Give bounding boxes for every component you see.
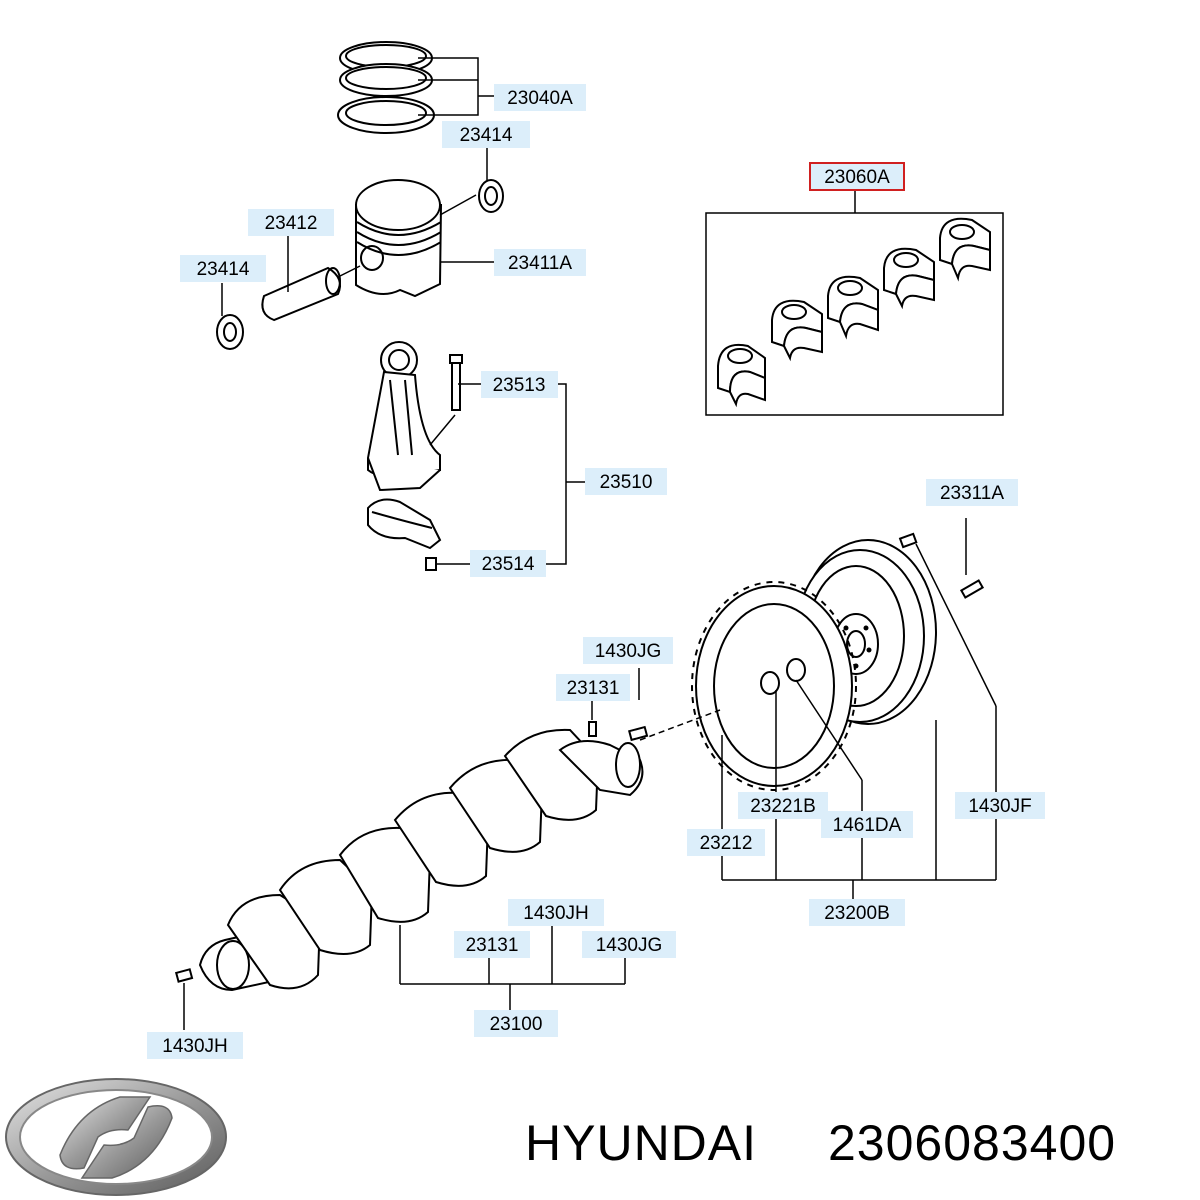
bearing-shell-3	[827, 275, 879, 340]
svg-text:23311A: 23311A	[940, 483, 1004, 504]
footer-brand: HYUNDAI	[525, 1115, 757, 1171]
crank-pin-top	[628, 668, 649, 742]
flywheel-bolt	[959, 518, 985, 599]
label-bushing[interactable]: 1461DA	[821, 811, 913, 838]
label-key-top[interactable]: 23131	[556, 674, 630, 701]
bearing-shell-2	[771, 299, 823, 362]
label-crankshaft-assy[interactable]: 23100	[474, 1010, 558, 1037]
leader-conrod-assy	[546, 383, 585, 565]
svg-text:1430JG: 1430JG	[596, 935, 663, 956]
svg-text:23212: 23212	[700, 833, 753, 854]
svg-text:23414: 23414	[197, 259, 250, 280]
piston-pin	[261, 235, 361, 322]
svg-text:23411A: 23411A	[508, 253, 572, 274]
label-clip-top[interactable]: 23414	[442, 121, 530, 148]
label-flywheel-pin[interactable]: 1430JF	[955, 792, 1045, 819]
flywheel-dowel	[898, 532, 997, 707]
svg-text:23221B: 23221B	[750, 796, 816, 817]
circlip-top	[478, 147, 504, 213]
bearing-shell-5	[939, 217, 991, 282]
label-clip-left[interactable]: 23414	[180, 255, 266, 282]
svg-text:23131: 23131	[567, 678, 620, 699]
svg-text:23513: 23513	[493, 375, 546, 396]
leader-flywheel-assy	[721, 679, 997, 900]
bushing	[760, 658, 806, 695]
svg-text:1461DA: 1461DA	[833, 815, 902, 836]
label-plate[interactable]: 23212	[687, 829, 765, 856]
svg-text:23414: 23414	[460, 125, 513, 146]
crank-key-top	[588, 700, 597, 737]
label-ring-gear[interactable]: 23221B	[738, 792, 828, 819]
label-pin-jh-bottom[interactable]: 1430JH	[147, 1032, 243, 1059]
piston-rings	[337, 41, 435, 134]
hyundai-logo-icon	[5, 1078, 227, 1196]
svg-text:23200B: 23200B	[824, 903, 890, 924]
label-pin[interactable]: 23412	[248, 209, 334, 236]
svg-text:23514: 23514	[482, 554, 535, 575]
svg-text:23510: 23510	[600, 472, 653, 493]
leader-crankshaft-assy	[399, 925, 626, 1010]
bearing-shell-1	[717, 344, 766, 408]
leader-rings	[418, 57, 494, 116]
crank-pin-front	[174, 968, 194, 1030]
svg-text:23412: 23412	[265, 213, 318, 234]
label-pin-jg-top[interactable]: 1430JG	[583, 637, 673, 664]
label-pin-jh-mid[interactable]: 1430JH	[508, 899, 604, 926]
circlip-left	[216, 283, 244, 350]
svg-text:23060A: 23060A	[824, 167, 890, 188]
label-conrod-assy[interactable]: 23510	[585, 468, 667, 495]
bearing-shell-4	[883, 247, 935, 310]
label-conrod-nut[interactable]: 23514	[470, 550, 546, 577]
connecting-rod	[367, 341, 441, 492]
svg-text:1430JF: 1430JF	[968, 796, 1031, 817]
svg-text:1430JH: 1430JH	[523, 903, 589, 924]
bearing-set-box	[705, 191, 1004, 416]
svg-text:23040A: 23040A	[507, 88, 573, 109]
label-piston[interactable]: 23411A	[494, 249, 586, 276]
svg-text:1430JH: 1430JH	[162, 1036, 228, 1057]
svg-text:23131: 23131	[466, 935, 519, 956]
footer-part-number: 2306083400	[828, 1115, 1116, 1171]
conrod-bolt	[429, 354, 481, 446]
label-flywheel-bolt[interactable]: 23311A	[926, 479, 1018, 506]
conrod-cap	[367, 498, 442, 550]
label-key-bottom[interactable]: 23131	[454, 931, 530, 958]
crankshaft	[198, 709, 721, 992]
svg-text:1430JG: 1430JG	[595, 641, 662, 662]
label-flywheel-assy[interactable]: 23200B	[809, 899, 905, 926]
label-conrod-bolt[interactable]: 23513	[481, 371, 558, 398]
label-rings[interactable]: 23040A	[494, 84, 586, 111]
piston	[355, 179, 494, 298]
conrod-nut	[425, 557, 470, 571]
svg-text:23100: 23100	[490, 1014, 543, 1035]
label-bearing-set[interactable]: 23060A	[809, 162, 905, 191]
label-pin-jg-bottom[interactable]: 1430JG	[582, 931, 676, 958]
